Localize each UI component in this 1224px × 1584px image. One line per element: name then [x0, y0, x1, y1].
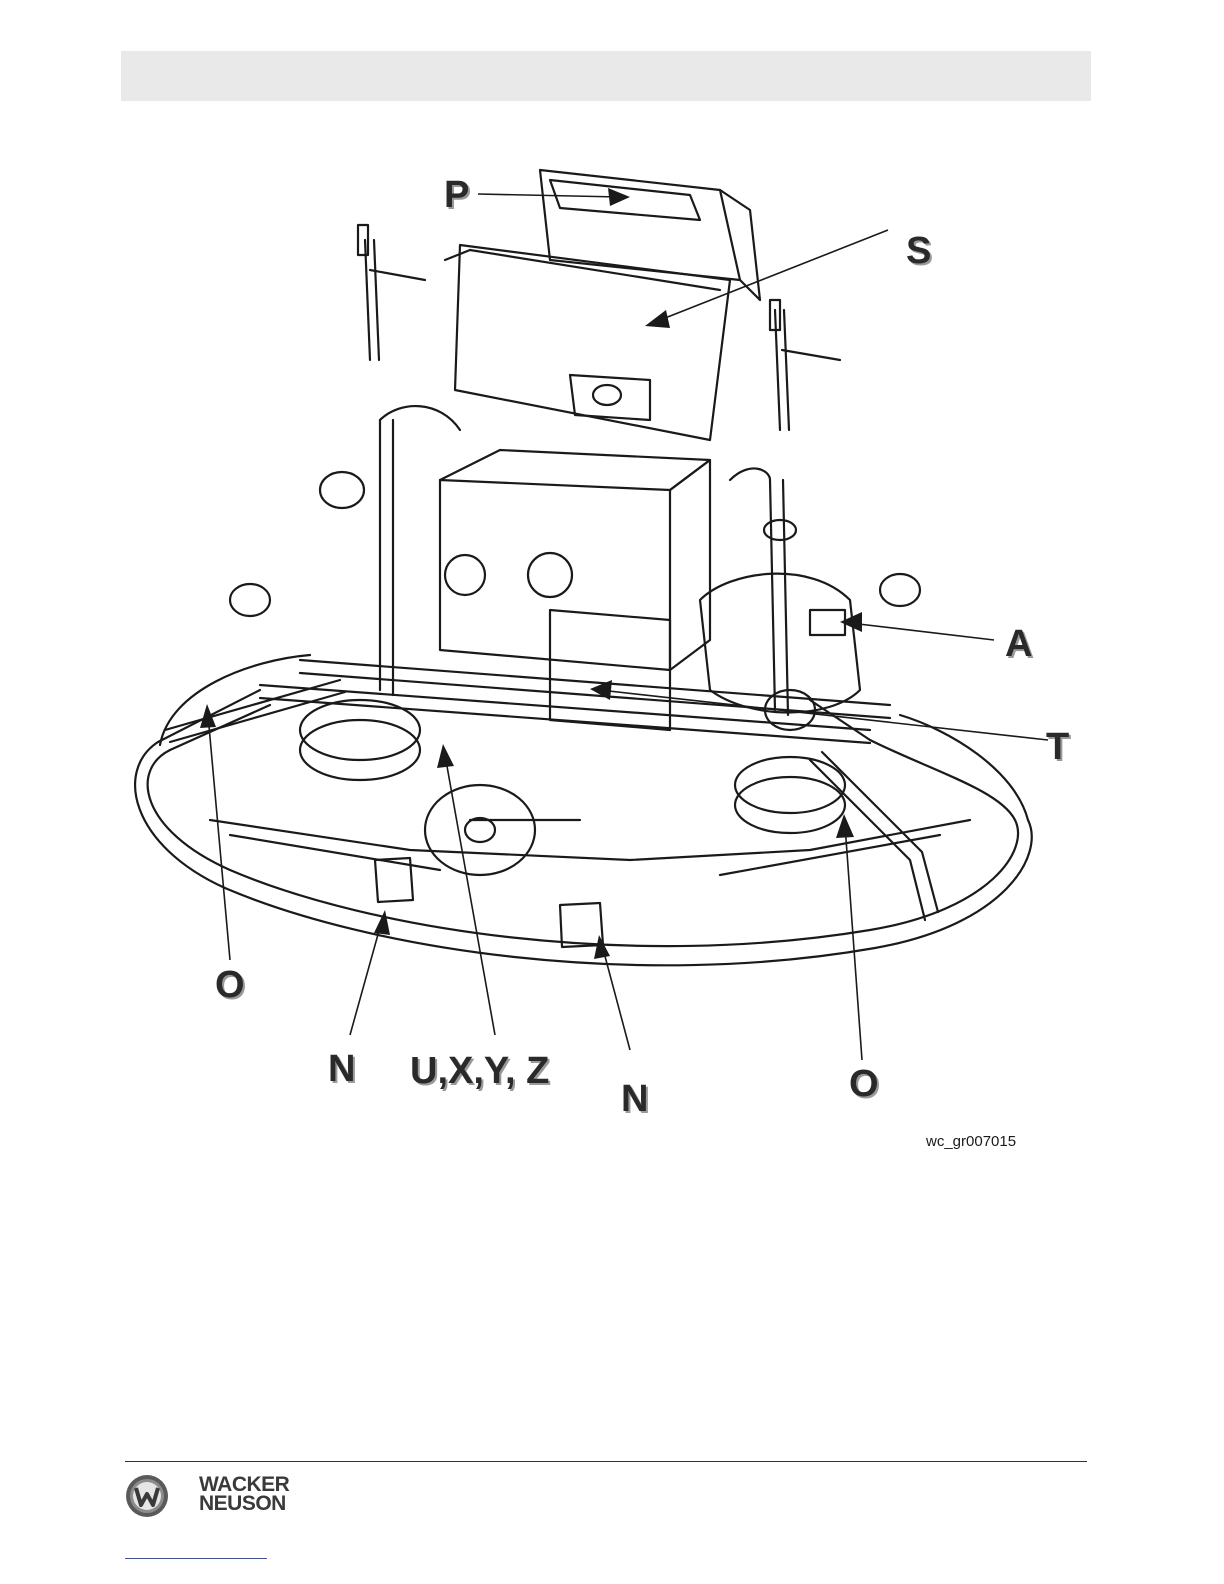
- brand-text: WACKER NEUSON: [199, 1475, 289, 1513]
- figure-id: wc_gr007015: [926, 1133, 1016, 1150]
- callout-o-left: O: [215, 966, 245, 1004]
- callout-o-right: O: [849, 1065, 879, 1103]
- callout-a: A: [1005, 625, 1032, 663]
- machine-illustration: [110, 130, 1100, 1130]
- callout-p: P: [444, 176, 469, 214]
- callout-u-x-y-z: U,X,Y, Z: [410, 1052, 549, 1090]
- brand-line-2: NEUSON: [199, 1494, 289, 1513]
- callout-n-right: N: [621, 1080, 648, 1118]
- footer-rule: [125, 1461, 1087, 1462]
- callout-s: S: [906, 232, 931, 270]
- callout-n-left: N: [328, 1050, 355, 1088]
- bottom-link-underline[interactable]: [125, 1558, 267, 1559]
- callout-t: T: [1046, 728, 1069, 766]
- header-bar: [121, 51, 1091, 101]
